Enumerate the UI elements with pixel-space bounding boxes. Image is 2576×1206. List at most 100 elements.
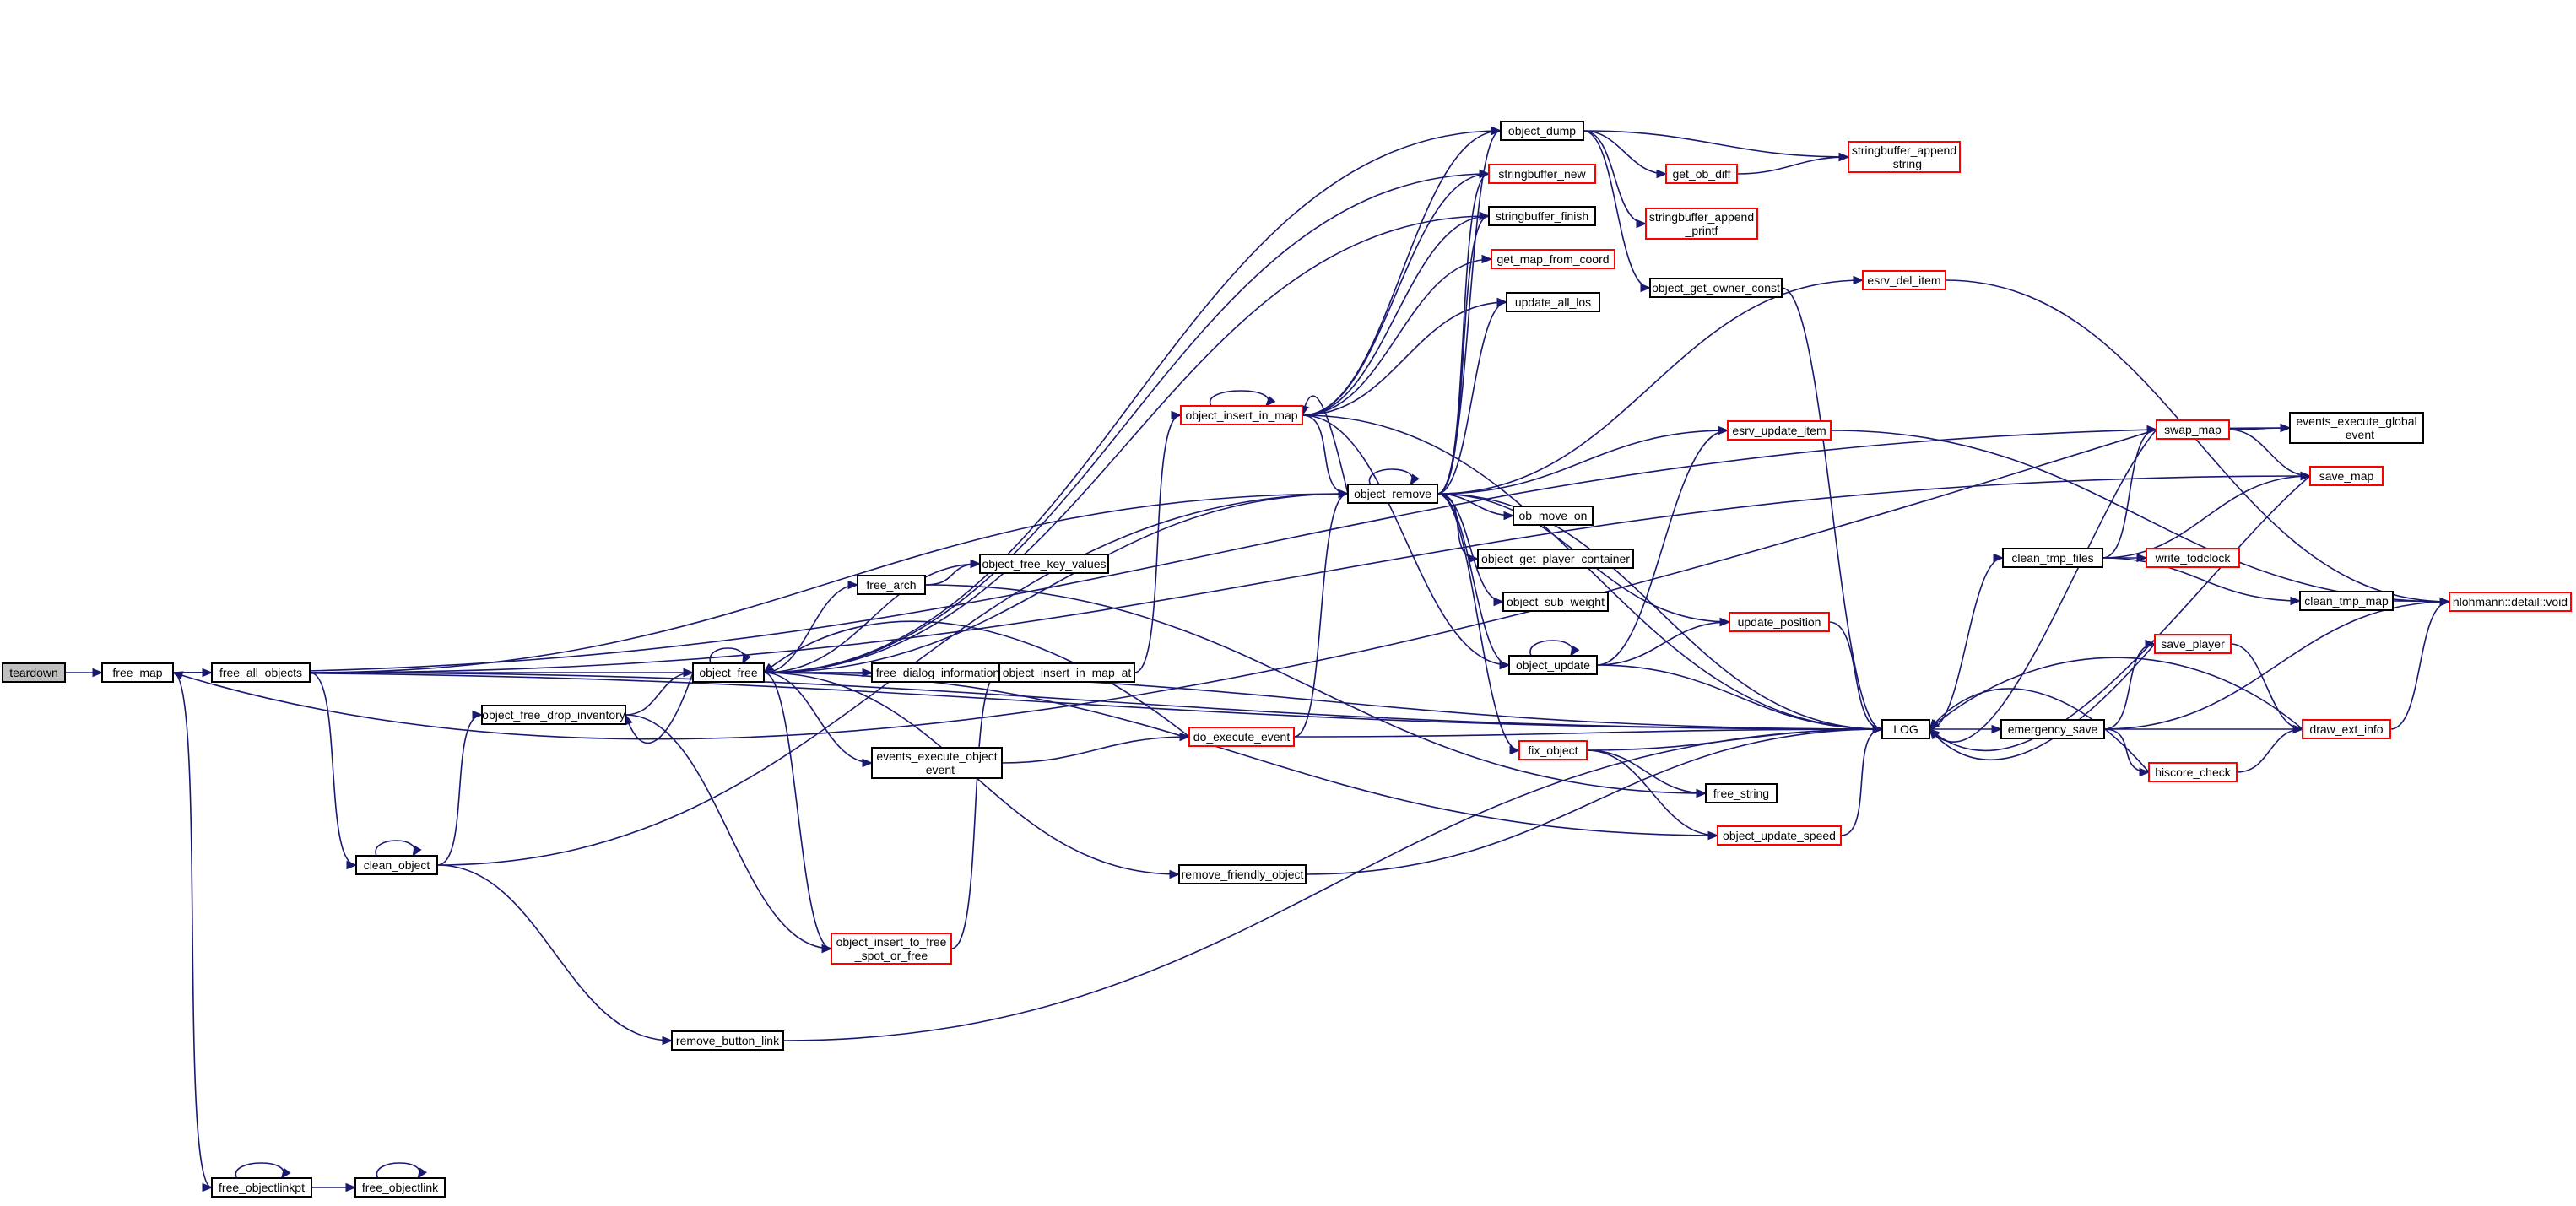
edge-object-insert-in-map-to-object-insert-in-map xyxy=(1209,390,1276,407)
node-object-free-key-values[interactable]: object_free_key_values xyxy=(979,554,1109,574)
edge-path xyxy=(763,584,858,673)
node-draw-ext-info[interactable]: draw_ext_info xyxy=(2302,719,2391,739)
edge-arrowhead xyxy=(683,668,695,678)
edge-path xyxy=(763,620,1190,738)
node-free-all-objects[interactable]: free_all_objects xyxy=(211,662,311,683)
node-stringbuffer-append-string[interactable]: stringbuffer_append_string xyxy=(1848,141,1961,173)
node-LOG[interactable]: LOG xyxy=(1881,719,1930,739)
edge-path xyxy=(1945,279,2450,603)
node-stringbuffer-append-printf[interactable]: stringbuffer_append_printf xyxy=(1645,208,1758,240)
node-free-objectlinkpt[interactable]: free_objectlinkpt xyxy=(211,1177,312,1198)
node-free-map[interactable]: free_map xyxy=(101,662,174,683)
node-nlohmann-detail-void[interactable]: nlohmann::detail::void xyxy=(2449,592,2572,612)
node-stringbuffer-new[interactable]: stringbuffer_new xyxy=(1488,164,1596,184)
edge-path xyxy=(1302,395,1349,495)
node-free-dialog-information[interactable]: free_dialog_information xyxy=(871,662,1004,683)
edge-object-update-to-object-update xyxy=(1529,640,1580,657)
node-object-remove[interactable]: object_remove xyxy=(1347,484,1438,504)
edge-emergency-save-to-draw-ext-info xyxy=(2103,724,2304,734)
node-get-map-from-coord[interactable]: get_map_from_coord xyxy=(1491,249,1615,269)
node-clean-tmp-files[interactable]: clean_tmp_files xyxy=(2002,548,2103,568)
edge-arrowhead xyxy=(1928,719,1940,730)
edge-object-free-to-free-arch xyxy=(763,580,859,673)
node-ob-move-on[interactable]: ob_move_on xyxy=(1513,506,1594,526)
node-update-position[interactable]: update_position xyxy=(1729,612,1830,632)
edge-object-insert-in-map-to-LOG xyxy=(1302,414,1884,734)
node-events-execute-global-event[interactable]: events_execute_global_event xyxy=(2289,412,2424,444)
edge-object-insert-in-map-to-object-remove xyxy=(1302,414,1350,499)
node-write-todclock[interactable]: write_todclock xyxy=(2146,548,2240,568)
node-box xyxy=(1649,278,1783,298)
node-fix-object[interactable]: fix_object xyxy=(1518,740,1588,760)
edge-object-dump-to-stringbuffer-append-printf xyxy=(1583,130,1648,229)
node-clean-object[interactable]: clean_object xyxy=(355,855,438,875)
node-label: teardown xyxy=(9,666,58,679)
node-free-arch[interactable]: free_arch xyxy=(857,575,926,595)
edge-path xyxy=(1437,493,1510,666)
node-update-all-los[interactable]: update_all_los xyxy=(1506,292,1600,312)
edge-path xyxy=(1586,749,1718,836)
node-label: clean_object xyxy=(364,858,430,872)
edge-arrowhead xyxy=(1640,283,1652,293)
node-object-free[interactable]: object_free xyxy=(692,662,765,683)
node-events-execute-object-event[interactable]: events_execute_object_event xyxy=(871,747,1003,779)
node-object-update-speed[interactable]: object_update_speed xyxy=(1717,825,1842,846)
node-object-insert-in-map-at[interactable]: object_insert_in_map_at xyxy=(998,662,1135,683)
node-object-sub-weight[interactable]: object_sub_weight xyxy=(1502,592,1609,612)
edge-arrowhead xyxy=(2292,724,2304,734)
edge-path xyxy=(1437,493,1504,603)
node-save-player[interactable]: save_player xyxy=(2154,634,2232,654)
node-box xyxy=(1506,292,1600,312)
edge-object-free-to-stringbuffer-new xyxy=(763,169,1491,673)
node-object-dump[interactable]: object_dump xyxy=(1500,121,1584,141)
node-do-execute-event[interactable]: do_execute_event xyxy=(1188,727,1295,747)
edge-path xyxy=(1302,258,1492,416)
node-label: object_update_speed xyxy=(1723,829,1836,842)
node-box xyxy=(1729,612,1830,632)
node-save-map[interactable]: save_map xyxy=(2309,466,2384,486)
node-box xyxy=(101,662,174,683)
edge-path xyxy=(1929,475,2311,752)
edge-arrowhead xyxy=(847,580,859,590)
node-box xyxy=(671,1030,784,1051)
node-stringbuffer-finish[interactable]: stringbuffer_finish xyxy=(1488,206,1596,226)
node-free-string[interactable]: free_string xyxy=(1705,783,1778,803)
node-object-insert-to-free-spot-or-free[interactable]: object_insert_to_free_spot_or_free xyxy=(831,933,952,965)
node-label: draw_ext_info xyxy=(2309,722,2383,736)
node-label: stringbuffer_finish xyxy=(1496,209,1588,223)
edge-path xyxy=(763,130,1502,673)
edge-path xyxy=(1305,728,1883,875)
edge-object-get-owner-const-to-LOG xyxy=(1781,287,1884,734)
edge-arrowhead xyxy=(346,860,358,870)
edge-path xyxy=(2102,475,2311,559)
node-object-free-drop-inventory[interactable]: object_free_drop_inventory xyxy=(481,705,626,725)
edge-path xyxy=(309,672,357,866)
node-swap-map[interactable]: swap_map xyxy=(2156,419,2230,440)
node-object-update[interactable]: object_update xyxy=(1508,655,1598,675)
node-esrv-del-item[interactable]: esrv_del_item xyxy=(1862,270,1946,290)
node-label: nlohmann::detail::void xyxy=(2453,595,2568,608)
edge-path xyxy=(1302,130,1502,416)
edge-arrowhead xyxy=(1838,152,1850,162)
node-get-ob-diff[interactable]: get_ob_diff xyxy=(1665,164,1738,184)
node-object-get-player-container[interactable]: object_get_player_container xyxy=(1477,549,1634,569)
node-label: esrv_update_item xyxy=(1732,424,1826,437)
node-remove-friendly-object[interactable]: remove_friendly_object xyxy=(1178,864,1307,884)
node-remove-button-link[interactable]: remove_button_link xyxy=(671,1030,784,1051)
edge-path xyxy=(763,672,832,949)
node-teardown[interactable]: teardown xyxy=(2,662,66,683)
node-clean-tmp-map[interactable]: clean_tmp_map xyxy=(2299,591,2394,611)
node-label: object_free_drop_inventory xyxy=(482,708,625,722)
edge-object-free-drop-inventory-to-object-free xyxy=(625,668,695,716)
node-emergency-save[interactable]: emergency_save xyxy=(2000,719,2105,739)
node-free-objectlink[interactable]: free_objectlink xyxy=(354,1177,446,1198)
node-label: object_free xyxy=(699,666,757,679)
edge-arrowhead xyxy=(1171,410,1182,420)
node-object-insert-in-map[interactable]: object_insert_in_map xyxy=(1180,405,1303,425)
edge-arrowhead xyxy=(1872,724,1884,734)
edge-object-insert-in-map-to-object-update xyxy=(1302,414,1511,670)
node-object-get-owner-const[interactable]: object_get_owner_const xyxy=(1649,278,1783,298)
node-esrv-update-item[interactable]: esrv_update_item xyxy=(1727,420,1832,441)
node-hiscore-check[interactable]: hiscore_check xyxy=(2148,762,2238,782)
edge-object-update-to-LOG xyxy=(1596,664,1884,734)
